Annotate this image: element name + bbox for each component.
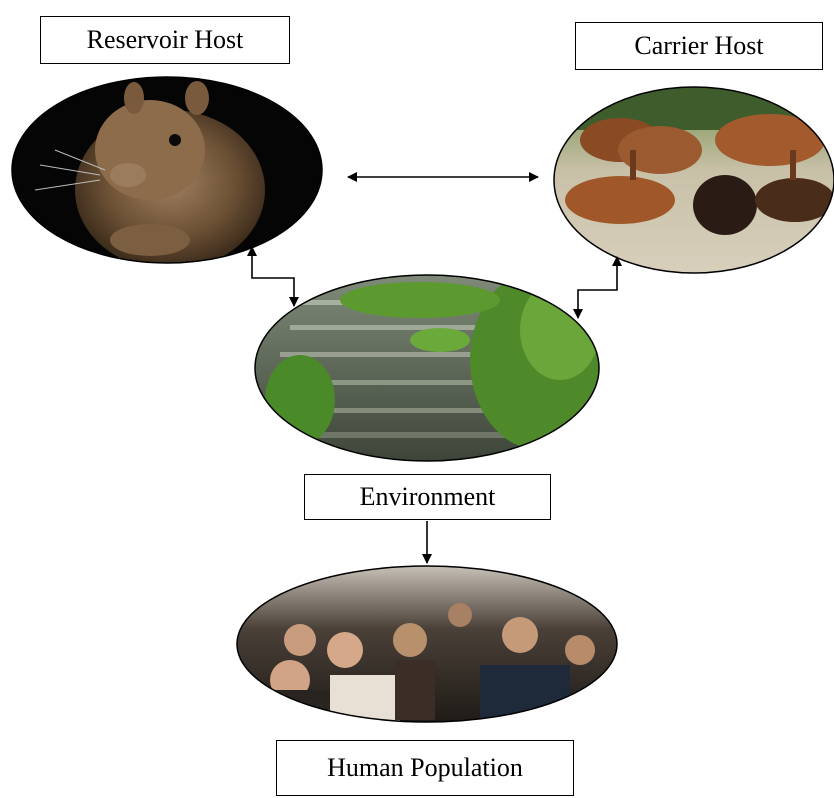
human-population-label: Human Population	[276, 740, 574, 796]
carrier-host-label: Carrier Host	[575, 22, 823, 70]
environment-label: Environment	[304, 474, 551, 520]
arrow-carrier-environment	[578, 257, 617, 318]
arrow-reservoir-environment	[252, 247, 294, 306]
reservoir-host-label: Reservoir Host	[40, 16, 290, 64]
